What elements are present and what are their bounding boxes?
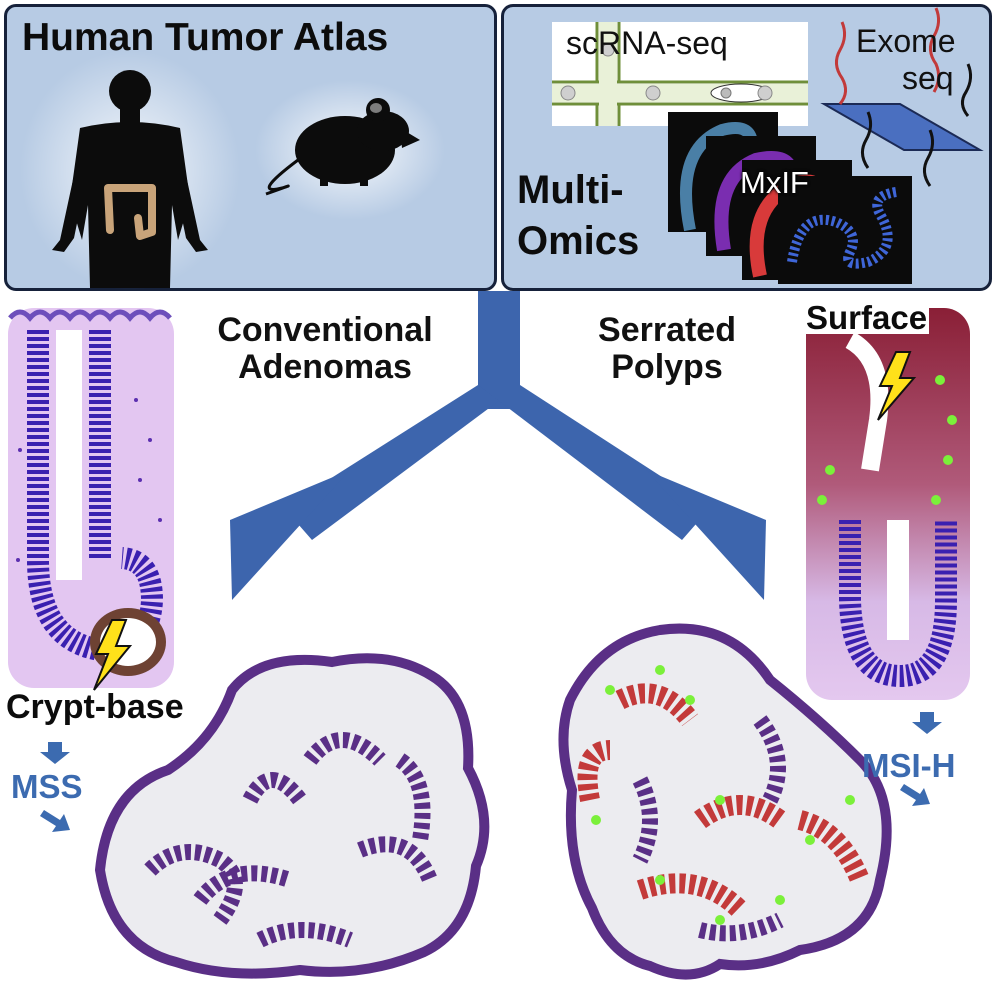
atlas-title: Human Tumor Atlas <box>22 16 389 59</box>
right-lightning-icon <box>877 351 917 421</box>
serrated-polyp <box>558 623 892 980</box>
branch-right-line1: Serrated <box>598 311 736 349</box>
multi-omics-title-line2: Omics <box>517 219 640 263</box>
branch-right-line2: Polyps <box>611 347 723 386</box>
exome-label-line2: seq <box>902 60 954 96</box>
left-crypt <box>8 308 174 688</box>
right-crypt-origin-label: Surface <box>804 299 930 336</box>
branch-left-line1: Conventional <box>217 311 433 349</box>
scrna-seq-label: scRNA-seq <box>566 25 728 61</box>
branch-left-line2: Adenomas <box>238 347 412 386</box>
mss-label: MSS <box>11 768 83 805</box>
right-crypt <box>806 308 970 700</box>
mxif-label: MxIF <box>740 165 809 200</box>
left-lightning-icon <box>93 619 133 691</box>
outcome-arrows <box>40 712 942 832</box>
multi-omics-title-line1: Multi- <box>517 168 624 212</box>
msi-h-label: MSI-H <box>862 747 956 784</box>
branch-left-label: Conventional Adenomas <box>190 312 460 385</box>
exome-label-line1: Exome <box>856 23 956 59</box>
branch-right-label: Serrated Polyps <box>552 312 782 385</box>
left-crypt-origin-label: Crypt-base <box>6 688 184 726</box>
